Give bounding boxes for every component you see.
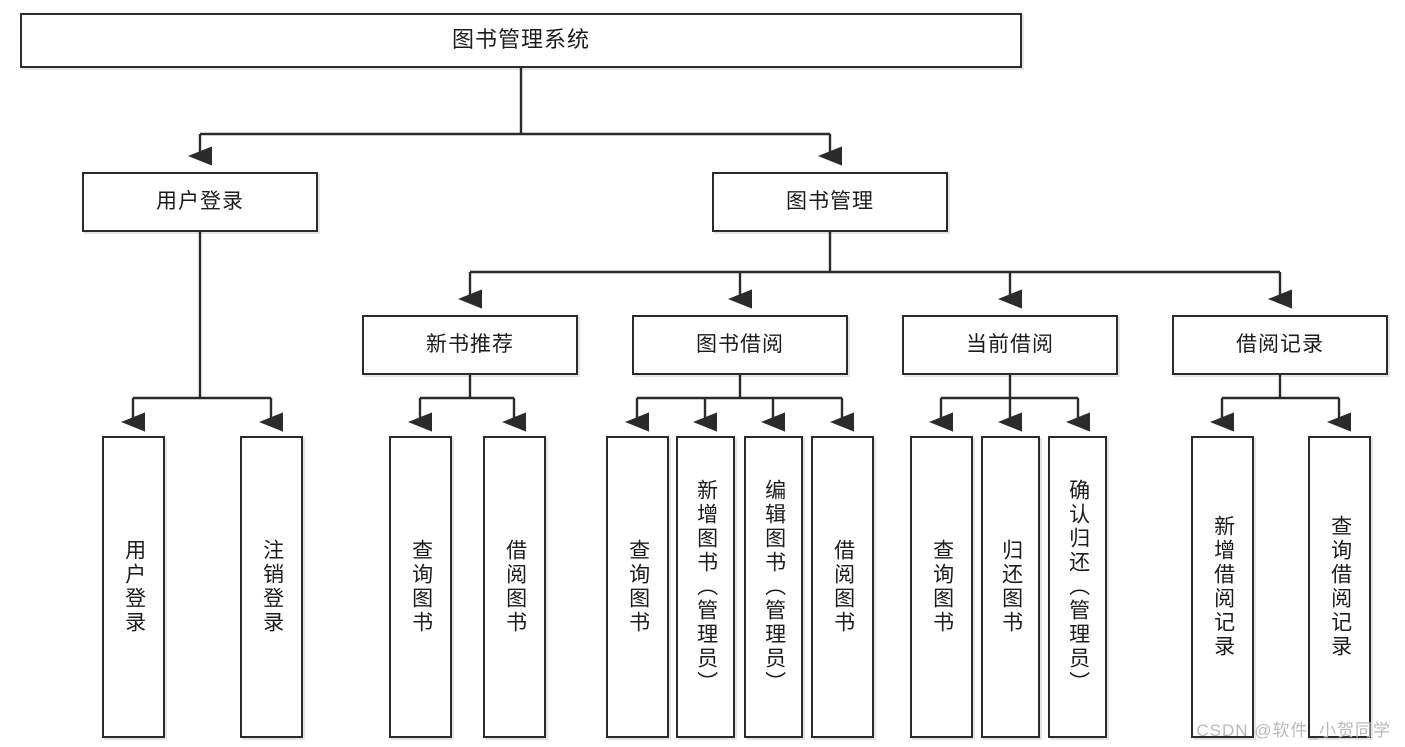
node-leaf-query-book-1-label: 查询图书: [409, 539, 433, 635]
node-leaf-query-book-1[interactable]: 查询图书: [389, 436, 452, 738]
node-leaf-edit-book-label: 编辑图书（管理员）: [762, 479, 786, 695]
node-leaf-user-logout[interactable]: 注销登录: [240, 436, 303, 738]
node-leaf-query-book-2-label: 查询图书: [626, 539, 650, 635]
node-new-book-rec[interactable]: 新书推荐: [362, 315, 578, 375]
node-root-label: 图书管理系统: [451, 27, 590, 53]
node-leaf-user-logout-label: 注销登录: [260, 539, 284, 635]
node-leaf-confirm-return[interactable]: 确认归还（管理员）: [1048, 436, 1107, 738]
node-leaf-borrow-book-1-label: 借阅图书: [503, 539, 527, 635]
node-book-borrow[interactable]: 图书借阅: [632, 315, 848, 375]
node-borrow-record-label: 借阅记录: [1236, 333, 1324, 357]
node-user-login[interactable]: 用户登录: [82, 172, 318, 232]
node-leaf-query-book-2[interactable]: 查询图书: [606, 436, 669, 738]
node-root[interactable]: 图书管理系统: [20, 13, 1022, 68]
node-leaf-query-book-3[interactable]: 查询图书: [910, 436, 973, 738]
node-leaf-borrow-book-2-label: 借阅图书: [831, 539, 855, 635]
node-leaf-edit-book[interactable]: 编辑图书（管理员）: [744, 436, 803, 738]
node-leaf-add-record-label: 新增借阅记录: [1211, 515, 1235, 659]
node-user-login-label: 用户登录: [156, 190, 244, 214]
node-borrow-record[interactable]: 借阅记录: [1172, 315, 1388, 375]
node-leaf-borrow-book-1[interactable]: 借阅图书: [483, 436, 546, 738]
node-new-book-rec-label: 新书推荐: [426, 333, 514, 357]
node-leaf-borrow-book-2[interactable]: 借阅图书: [811, 436, 874, 738]
node-book-manage-label: 图书管理: [786, 190, 874, 214]
node-leaf-query-book-3-label: 查询图书: [930, 539, 954, 635]
node-leaf-confirm-return-label: 确认归还（管理员）: [1066, 479, 1090, 695]
node-leaf-user-login-label: 用户登录: [122, 539, 146, 635]
node-current-borrow[interactable]: 当前借阅: [902, 315, 1118, 375]
node-leaf-query-record[interactable]: 查询借阅记录: [1308, 436, 1371, 738]
node-current-borrow-label: 当前借阅: [966, 333, 1054, 357]
node-book-manage[interactable]: 图书管理: [712, 172, 948, 232]
node-book-borrow-label: 图书借阅: [696, 333, 784, 357]
node-leaf-return-book[interactable]: 归还图书: [981, 436, 1040, 738]
node-leaf-return-book-label: 归还图书: [999, 539, 1023, 635]
node-leaf-add-book[interactable]: 新增图书（管理员）: [676, 436, 735, 738]
node-leaf-user-login[interactable]: 用户登录: [102, 436, 165, 738]
node-leaf-add-book-label: 新增图书（管理员）: [694, 479, 718, 695]
watermark: CSDN @软件_小贺同学: [1196, 721, 1391, 740]
node-leaf-add-record[interactable]: 新增借阅记录: [1191, 436, 1254, 738]
node-leaf-query-record-label: 查询借阅记录: [1328, 515, 1352, 659]
